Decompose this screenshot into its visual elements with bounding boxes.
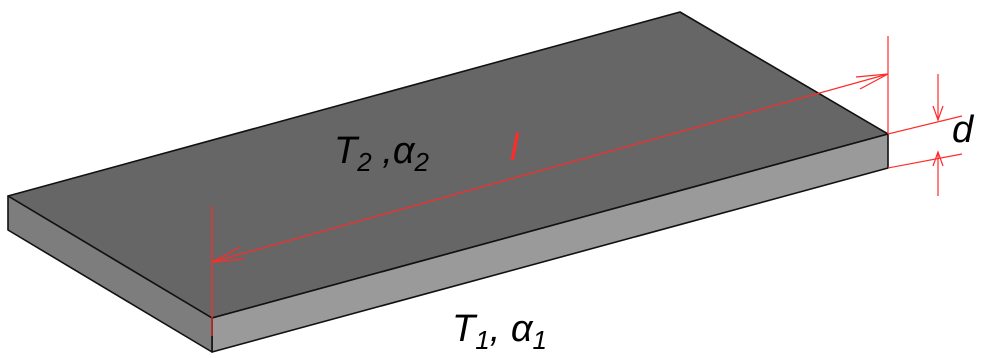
top-temperature-symbol: T <box>334 130 360 172</box>
bottom-separator: , <box>490 308 511 350</box>
top-alpha-subscript: 2 <box>413 147 429 177</box>
top-alpha-symbol: α <box>393 130 416 172</box>
length-dimension <box>211 36 889 336</box>
length-dimension-line <box>211 73 889 263</box>
thickness-extension-top <box>887 115 963 135</box>
top-temperature-subscript: 2 <box>356 147 372 177</box>
thickness-label: d <box>952 109 975 151</box>
top-separator: , <box>372 130 393 172</box>
bottom-temperature-subscript: 1 <box>475 325 489 355</box>
length-arrowhead-right <box>855 73 889 90</box>
bottom-temperature-symbol: T <box>452 308 478 350</box>
plate-left-face <box>7 195 213 353</box>
bottom-alpha-subscript: 1 <box>532 325 546 355</box>
thickness-dimension <box>887 74 963 196</box>
top-surface-label: T2 ,α2 <box>334 130 429 177</box>
bottom-surface-label: T1, α1 <box>452 308 547 355</box>
thickness-arrowhead-lower <box>932 150 944 167</box>
length-arrowhead-left <box>211 246 245 263</box>
thickness-extension-bottom <box>887 153 963 169</box>
length-label: l <box>510 127 520 169</box>
thickness-arrowhead-upper <box>932 105 944 122</box>
bottom-alpha-symbol: α <box>511 308 534 350</box>
